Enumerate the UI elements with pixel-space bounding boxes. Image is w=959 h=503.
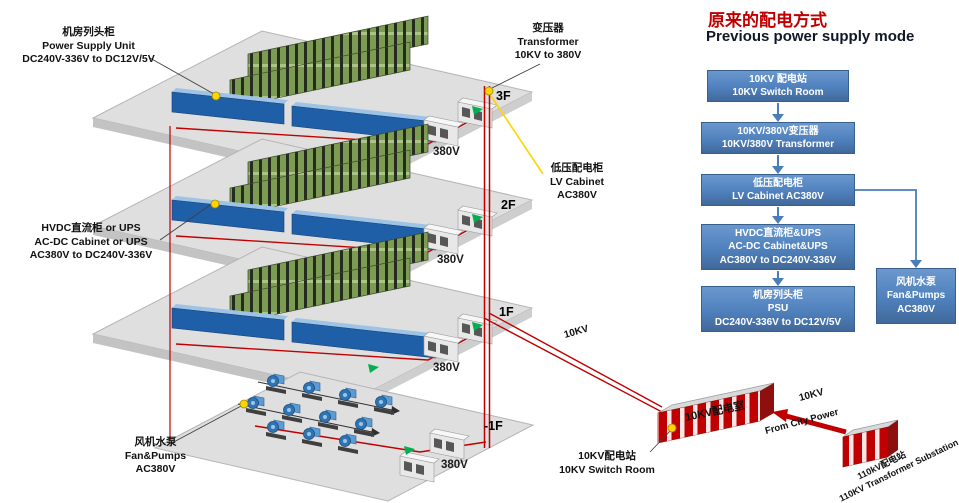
flow-box-line: LV Cabinet AC380V xyxy=(732,191,824,202)
page-title-cn: 原来的配电方式 xyxy=(708,11,827,30)
lv-callout-line xyxy=(490,95,544,175)
flow-box-transformer: 10KV/380V变压器 10KV/380V Transformer xyxy=(701,122,855,154)
flow-box-switch-room: 10KV 配电站 10KV Switch Room xyxy=(707,70,849,102)
flow-box-psu: 机房列头柜 PSU DC240V-336V to DC12V/5V xyxy=(701,286,855,332)
floor-tag-3f: 3F xyxy=(496,89,511,103)
flow-box-line: 10KV/380V变压器 xyxy=(737,125,819,137)
callout-markers xyxy=(210,86,677,433)
flow-box-fan-pumps: 风机水泵 Fan&Pumps AC380V xyxy=(876,268,956,324)
volt-label-1f: 380V xyxy=(433,362,460,374)
flow-box-lv-cabinet: 低压配电柜 LV Cabinet AC380V xyxy=(701,174,855,206)
marker-dot xyxy=(667,423,677,433)
flow-box-line: HVDC直流柜&UPS xyxy=(734,227,822,239)
flow-box-line: AC380V xyxy=(897,303,935,315)
substation-building xyxy=(842,419,899,468)
floor-b1 xyxy=(153,371,535,502)
flow-box-line: 低压配电柜 xyxy=(753,177,803,189)
floor-tag-1f: 1F xyxy=(499,305,514,319)
flow-box-line: AC380V to DC240V-336V xyxy=(719,254,837,266)
volt-label-2f: 380V xyxy=(437,254,464,266)
flow-box-line: 10KV Switch Room xyxy=(732,87,824,98)
flow-box-hvdc-ups: HVDC直流柜&UPS AC-DC Cabinet&UPS AC380V to … xyxy=(701,224,855,270)
feed-10kv-label: 10KV xyxy=(563,323,590,341)
from-city-power-label: From City Power xyxy=(764,407,840,437)
arrow-10kv-label: 10KV xyxy=(798,387,825,404)
page-title-en: Previous power supply mode xyxy=(706,28,915,45)
city-power-arrow xyxy=(772,409,847,435)
volt-label-3f: 380V xyxy=(433,146,460,158)
floor-tag-2f: 2F xyxy=(501,198,516,212)
marker-dot xyxy=(210,199,220,209)
riser-10kv-lines xyxy=(483,86,491,448)
flow-box-line: Fan&Pumps xyxy=(886,290,946,302)
switch-room-building xyxy=(657,382,775,444)
marker-dot xyxy=(484,86,494,96)
volt-label-b1: 380V xyxy=(441,459,468,471)
flow-box-line: 风机水泵 xyxy=(896,276,936,288)
flow-box-line: 10KV/380V Transformer xyxy=(721,139,835,150)
flow-box-line: PSU xyxy=(767,303,789,315)
flow-arrows xyxy=(772,103,922,286)
callout-leader-lines xyxy=(149,57,672,453)
flow-box-line: 机房列头柜 xyxy=(753,289,803,301)
marker-dot xyxy=(239,399,249,409)
flow-box-line: 10KV 配电站 xyxy=(749,73,807,85)
flow-box-line: DC240V-336V to DC12V/5V xyxy=(714,316,842,328)
flow-box-line: AC-DC Cabinet&UPS xyxy=(728,241,828,253)
floor-tag-b1: -1F xyxy=(484,419,503,433)
marker-dot xyxy=(211,91,221,101)
feed-10kv-lines xyxy=(483,312,663,413)
